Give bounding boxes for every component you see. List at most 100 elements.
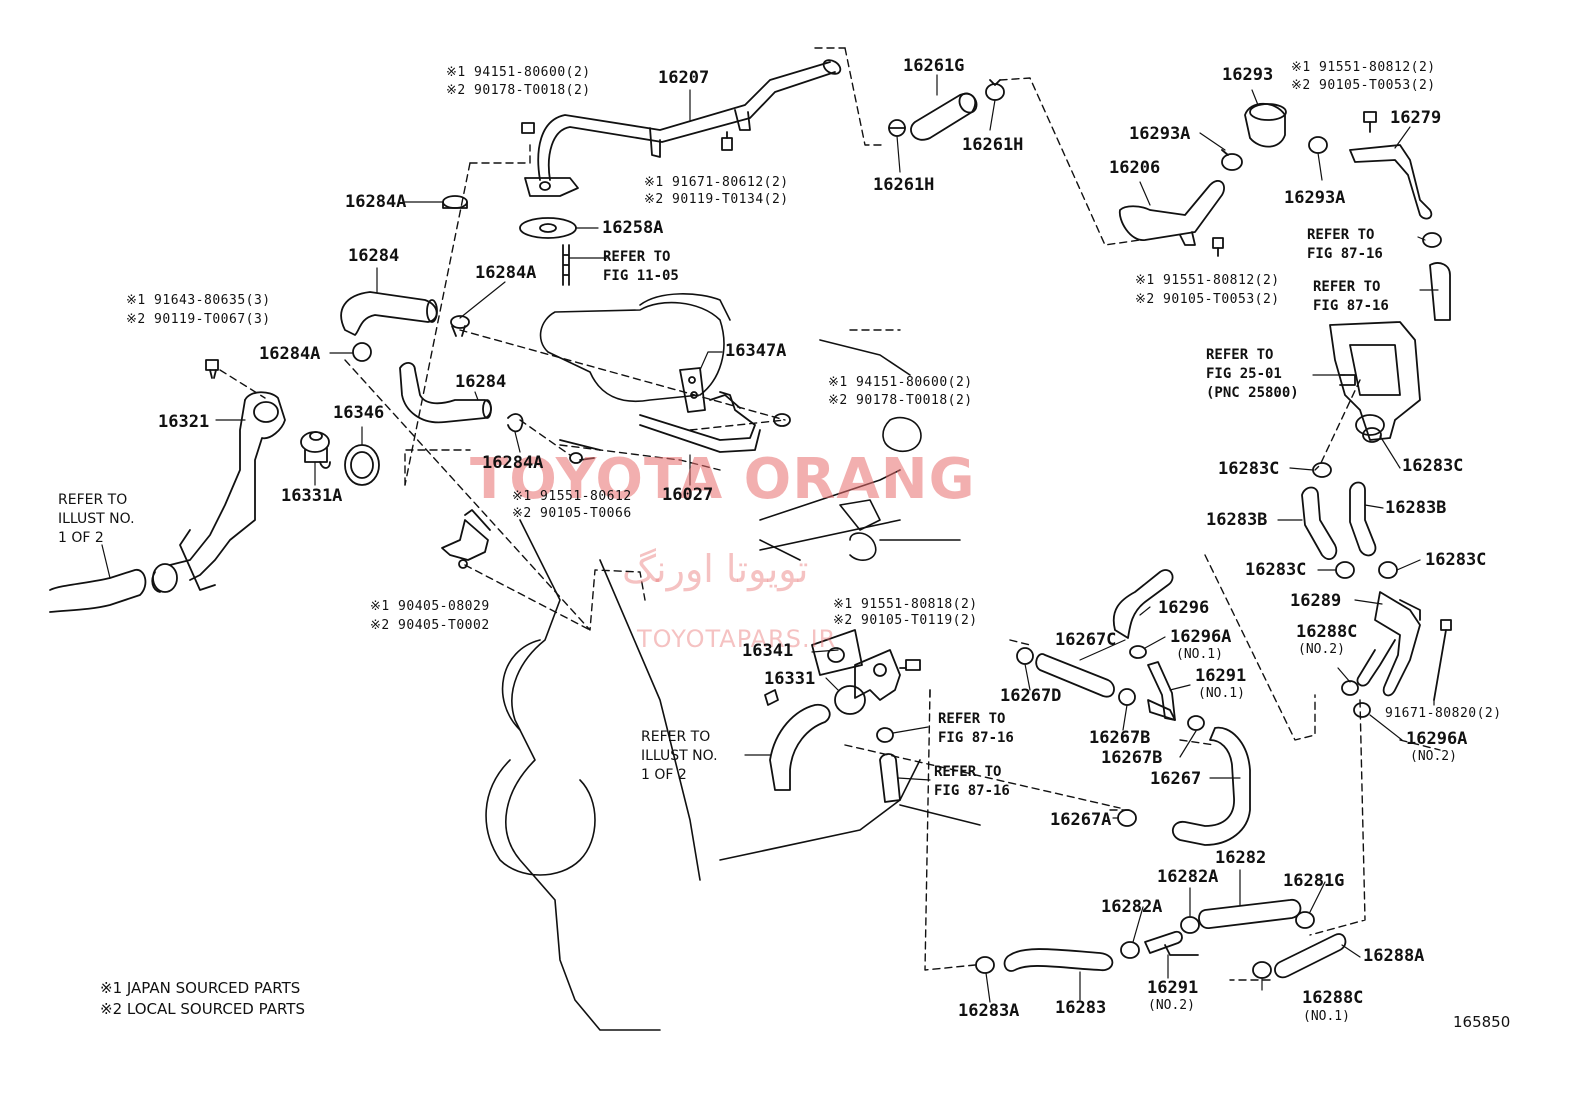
fastener-note: ※2 90119-T0134(2) [644, 192, 789, 207]
part-label-16293: 16293 [1222, 65, 1274, 85]
part-label-16321: 16321 [158, 412, 210, 432]
fastener-note: ※1 94151-80600(2) [828, 375, 973, 390]
bolt-16027 [569, 452, 595, 464]
hose-16283B-left [1301, 486, 1338, 560]
gasket-16341 [811, 629, 863, 676]
clamp-refer-87-16 [1422, 232, 1442, 248]
fastener-note: ※2 90105-T0119(2) [833, 613, 978, 628]
refer-note-fig-87-16: REFER TO FIG 87-16 [934, 764, 1010, 799]
hose-16267 [1171, 726, 1251, 846]
hose-16282 [1198, 899, 1302, 929]
sensor-90405 [441, 509, 491, 569]
clamp-16288C-no1 [1252, 961, 1272, 979]
hose-refer-87-16-b [879, 753, 901, 803]
cap-16293 [1244, 102, 1287, 148]
hose-16284-lower [399, 362, 492, 424]
housing-16331 [834, 649, 901, 715]
thermostat-16331A [300, 431, 331, 469]
part-label-16283: 16283 [1055, 998, 1107, 1018]
part-label-16284A: 16284A [475, 263, 537, 283]
qualifier-no2: (NO.2) [1410, 749, 1457, 764]
fastener-note: ※2 90105-T0053(2) [1291, 78, 1436, 93]
solid-leaders [101, 74, 1439, 1003]
tube-16291-no2 [1144, 930, 1199, 956]
water-outlet-16321 [151, 391, 286, 593]
hose-16296 [1112, 569, 1174, 639]
fastener-note: ※2 90405-T0002 [370, 618, 490, 633]
qualifier-no2: (NO.2) [1298, 642, 1345, 657]
refer-note-fig-87-16: REFER TO FIG 87-16 [1307, 227, 1383, 262]
clamp-16293A-right [1308, 136, 1328, 154]
clamp-16283C-l2 [1335, 561, 1355, 579]
fastener-note: ※1 90405-08029 [370, 599, 490, 614]
part-label-16289: 16289 [1290, 591, 1342, 611]
refer-note-fig-25-01: REFER TO FIG 25-01 (PNC 25800) [1206, 347, 1299, 401]
clamp-16283C-r1 [1362, 427, 1382, 443]
hose-refer-87-16-right [1429, 262, 1451, 321]
legend-japan-sourced: ※1 JAPAN SOURCED PARTS [100, 979, 301, 997]
hose-16283 [1003, 948, 1114, 972]
clamp-16261H-left [888, 119, 906, 137]
hose-refer-illust-mid [764, 689, 831, 791]
part-label-16283C: 16283C [1245, 560, 1307, 580]
part-label-16284: 16284 [455, 372, 507, 392]
part-label-16027: 16027 [662, 485, 714, 505]
part-label-16207: 16207 [658, 68, 710, 88]
refer-note-illust-mid: REFER TO ILLUST NO. 1 OF 2 [641, 729, 718, 783]
clamp-16282A-1 [1180, 916, 1200, 934]
refer-note-fig-11-05: REFER TO FIG 11-05 [603, 249, 679, 284]
bolt-16206 [1212, 237, 1224, 257]
part-label-16331: 16331 [764, 669, 816, 689]
part-label-16267C: 16267C [1055, 630, 1117, 650]
clamp-16296A-no1 [1129, 645, 1147, 659]
part-label-16293A: 16293A [1284, 188, 1346, 208]
part-label-16261G: 16261G [903, 56, 965, 76]
watermark-persian: تویوتا اورنگ [622, 547, 809, 591]
fastener-note: ※2 90178-T0018(2) [446, 83, 591, 98]
part-label-16341: 16341 [742, 641, 794, 661]
watermark-brand: TOYOTA ORANG [470, 447, 976, 512]
radiator-hose-left [49, 569, 147, 613]
part-label-16261H: 16261H [873, 175, 935, 195]
clamp-refer-87-16-a [876, 727, 894, 743]
part-label-16283B: 16283B [1385, 498, 1447, 518]
refer-note-fig-87-16: REFER TO FIG 87-16 [938, 711, 1014, 746]
bolt-16331 [899, 659, 921, 671]
pipe-16289 [1356, 591, 1421, 697]
part-label-16291: 16291 [1147, 978, 1199, 998]
part-label-16284: 16284 [348, 246, 400, 266]
part-label-16296A: 16296A [1406, 729, 1468, 749]
throttle-body [1329, 321, 1421, 441]
clamp-16284A-left [352, 342, 372, 362]
part-label-16283C: 16283C [1218, 459, 1280, 479]
hose-16284-upper [340, 291, 438, 336]
bolt-16321 [205, 359, 219, 379]
part-label-16282: 16282 [1215, 848, 1267, 868]
fastener-note: ※2 90105-T0066 [512, 506, 632, 521]
part-label-16288C: 16288C [1302, 988, 1364, 1008]
fastener-note: ※1 91551-80612 [512, 489, 632, 504]
fastener-note: ※1 91551-80818(2) [833, 597, 978, 612]
bypass-pipe-16027 [559, 367, 761, 453]
watermark-url: TOYOTAPARS.IR [637, 625, 837, 653]
fastener-note: ※1 91551-80812(2) [1135, 273, 1280, 288]
part-label-16296A: 16296A [1170, 627, 1232, 647]
clamp-16267A [1117, 809, 1137, 827]
hose-16288A [1274, 933, 1347, 979]
part-label-16282A: 16282A [1101, 897, 1163, 917]
part-label-16284A: 16284A [259, 344, 321, 364]
part-label-16284A: 16284A [345, 192, 407, 212]
part-label-16331A: 16331A [281, 486, 343, 506]
clamp-16261H-right [985, 79, 1005, 101]
engine-block-outline [485, 293, 981, 1031]
qualifier-no2: (NO.2) [1148, 998, 1195, 1013]
gasket-16258A [519, 217, 577, 239]
pipe-16279 [1349, 144, 1433, 220]
part-label-16258A: 16258A [602, 218, 664, 238]
part-label-16282A: 16282A [1157, 867, 1219, 887]
part-label-16283B: 16283B [1206, 510, 1268, 530]
water-pipe-16207 [521, 59, 842, 197]
part-label-16347A: 16347A [725, 341, 787, 361]
